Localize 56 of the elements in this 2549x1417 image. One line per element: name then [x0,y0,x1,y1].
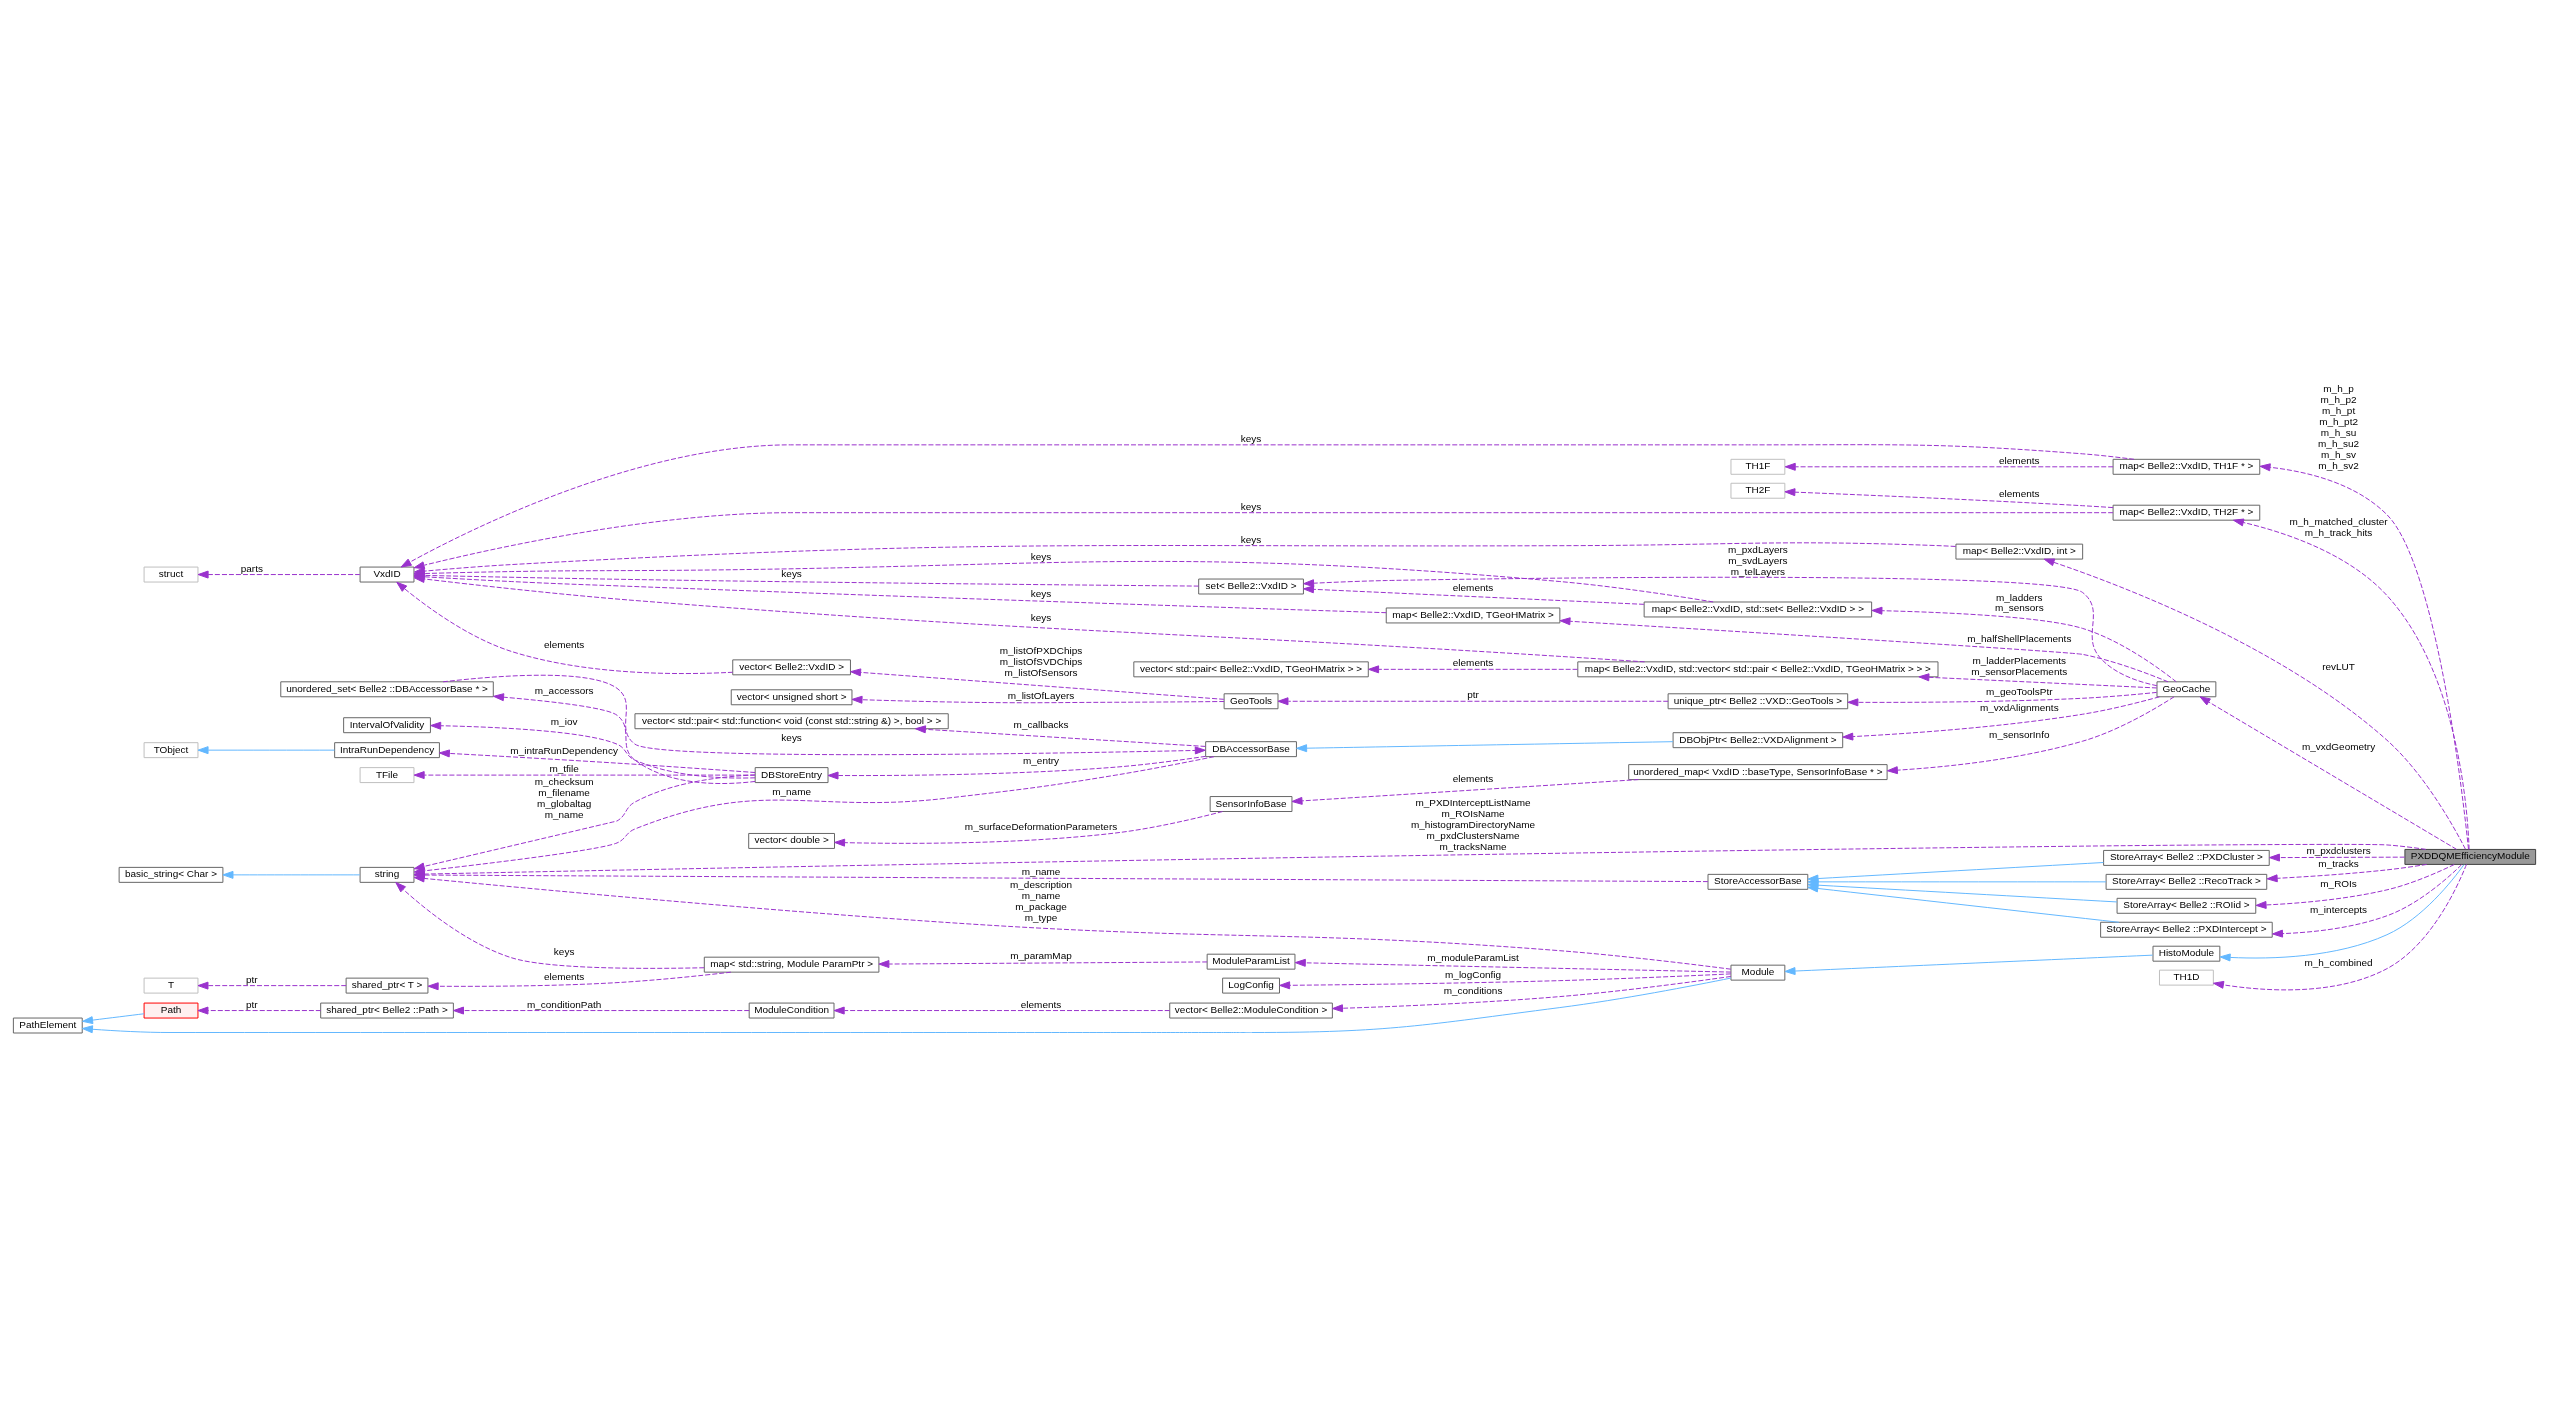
edge-label: m_pxdclusters [2306,844,2371,856]
edge-label: elements [1452,773,1494,785]
edge-label: m_PXDInterceptListName m_ROIsName m_histogramDirectoryName m_pxdClustersName m_tracksName [1411,797,1536,852]
edge-label: elements [1020,998,1062,1010]
edge-label: keys [1240,533,1262,545]
edge-label: m_entry [1023,755,1060,767]
edge-label: m_moduleParamList [1427,951,1519,963]
edge-label: keys [1030,587,1052,599]
edge-label: m_name [1021,865,1061,877]
edge-label: m_listOfPXDChips m_listOfSVDChips m_listOfSensors [999,645,1083,679]
edge-label: revLUT [2322,661,2355,673]
edge-label: elements [1452,581,1494,593]
edge-label: m_intraRunDependency [510,745,618,757]
edge-label: keys [781,732,802,744]
edge-label: m_h_p m_h_p2 m_h_pt m_h_pt2 m_h_su m_h_su2 m_h_sv m_h_sv2 [2318,382,2360,471]
edge-label: m_logConfig [1445,968,1502,980]
edge-label: keys [1240,432,1262,444]
edge-label: ptr [246,973,258,985]
edge-label: ptr [1467,689,1479,701]
edge-label: elements [1999,454,2040,466]
edge-label: m_ladderPlacements m_sensorPlacements [1971,655,2068,678]
edge-label: keys [1240,500,1262,512]
edge-label: m_h_combined [2304,956,2373,968]
edge-label: m_vxdGeometry [2302,741,2376,753]
edge-label: elements [543,970,585,982]
edge-label: m_sensorInfo [1989,729,2050,741]
edge-label: elements [543,639,585,651]
edge-label: m_conditionPath [526,998,602,1010]
edge-label: m_pxdLayers m_svdLayers m_telLayers [1727,543,1788,577]
edge-label: m_ladders m_sensors [1994,591,2044,614]
edge-label: parts [240,562,263,574]
edge-label: ptr [246,998,258,1010]
edge-label: keys [1030,612,1052,624]
edge-label: m_geoToolsPtr [1986,686,2053,698]
edge-label: m_listOfLayers [1007,690,1075,702]
edge-label: m_accessors [534,685,594,697]
edge-label: m_tracks [2318,857,2359,869]
edge-label: keys [1030,550,1052,562]
edge-label: m_vxdAlignments [1979,702,2059,714]
edge-label: elements [1452,657,1494,669]
edge-label: m_intercepts [2310,903,2368,915]
edge-label: m_name [772,786,811,798]
edge-label: m_tfile [549,763,579,775]
edge-label: keys [553,945,575,957]
edge-label: elements [1999,487,2040,499]
edge-label: m_conditions [1443,984,1503,996]
edge-label: m_surfaceDeformationParameters [964,820,1118,832]
edge-label: m_halfShellPlacements [1967,633,2072,645]
edge-label: m_ROIs [2320,877,2357,889]
edge-label: m_paramMap [1010,949,1072,961]
edge-label: keys [781,567,802,579]
edge-label: m_description m_name m_package m_type [1010,878,1073,923]
edge-label: m_h_matched_cluster m_h_track_hits [2289,515,2388,538]
edge-label: m_iov [550,716,578,728]
edge-label: m_callbacks [1013,719,1069,731]
edge-label: m_checksum m_filename m_globaltag m_name [534,776,594,820]
